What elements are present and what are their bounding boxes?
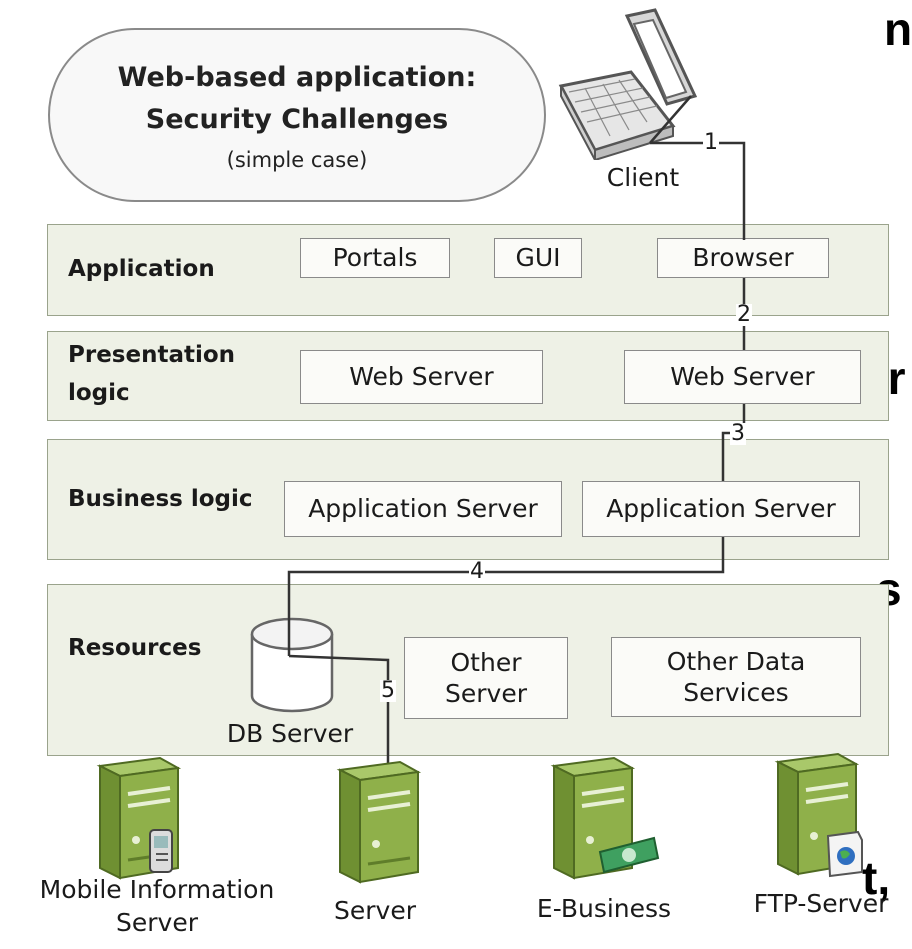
database-icon (250, 617, 334, 713)
presentation-layer-label-1: Presentation (68, 342, 236, 368)
connection-line-1b (649, 95, 692, 144)
e-business-server-icon (550, 756, 660, 880)
mobile-information-server-icon (96, 756, 182, 880)
resources-layer-label: Resources (68, 635, 202, 661)
application-server-box: Application Server (582, 481, 860, 537)
server-caption-mobile-2: Server (116, 908, 198, 937)
web-server-box: Web Server (624, 350, 861, 404)
connection-label-4: 4 (469, 559, 485, 584)
connection-line-1 (650, 141, 746, 240)
background-text-fragment: n (884, 3, 912, 55)
db-server-label: DB Server (226, 719, 354, 748)
client-label: Client (606, 163, 680, 192)
connection-label-3: 3 (730, 421, 746, 446)
connection-label-1: 1 (703, 130, 719, 155)
title-bubble: Web-based application: Security Challeng… (48, 28, 546, 202)
ftp-server-icon (774, 752, 863, 878)
other-data-line-2: Services (683, 678, 789, 707)
title-line-1: Web-based application: (117, 62, 477, 93)
title-line-3: (simple case) (226, 148, 368, 172)
server-caption-mobile-1: Mobile Information (39, 875, 275, 904)
server-caption-e-business: E-Business (536, 894, 672, 923)
other-server-line-2: Server (445, 679, 527, 708)
other-server-line-1: Other (450, 647, 522, 677)
web-server-box: Web Server (300, 350, 543, 404)
gui-box: GUI (494, 238, 582, 278)
presentation-layer-label-2: logic (68, 380, 130, 406)
connection-label-5: 5 (380, 678, 396, 703)
portals-box: Portals (300, 238, 450, 278)
browser-box: Browser (657, 238, 829, 278)
server-icon (336, 760, 422, 884)
background-text-fragment: t, (862, 852, 891, 904)
application-server-box: Application Server (284, 481, 562, 537)
business-logic-layer-label: Business logic (68, 486, 253, 512)
laptop-icon (558, 8, 698, 160)
connection-line-4 (287, 537, 725, 656)
other-server-box: Other Server (404, 637, 568, 719)
server-caption-ftp: FTP-Server (753, 889, 889, 918)
connection-label-2: 2 (736, 302, 752, 327)
application-layer-label: Application (68, 256, 215, 282)
title-line-2: Security Challenges (145, 104, 449, 135)
other-data-services-box: Other Data Services (611, 637, 861, 717)
server-caption-server: Server (334, 896, 416, 925)
other-data-line-1: Other Data (666, 646, 806, 676)
